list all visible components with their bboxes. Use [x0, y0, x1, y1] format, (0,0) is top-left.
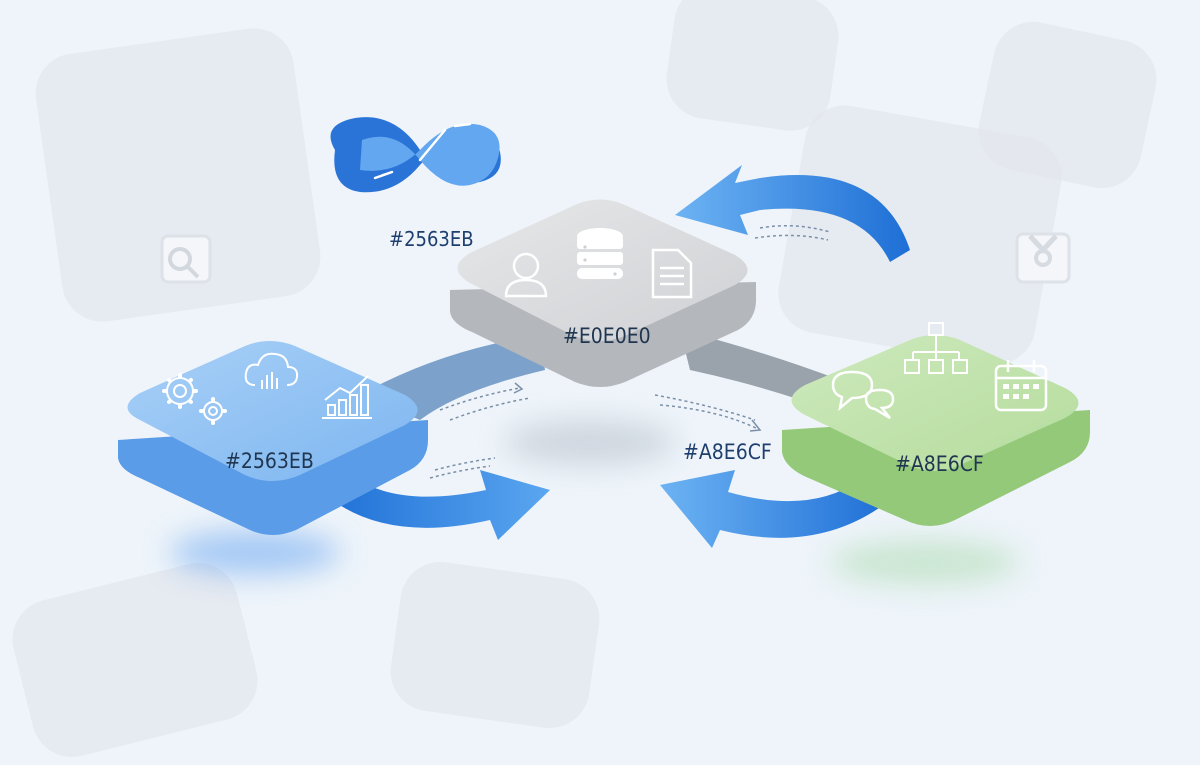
arrow-right-to-center [675, 165, 910, 262]
dashed-flow-left-center [439, 382, 531, 421]
arrow-left-to-right [320, 470, 550, 540]
infinity-loop-icon [330, 117, 501, 193]
search-icon [160, 234, 212, 284]
floating-label: #A8E6CF [683, 440, 772, 464]
user-icon [504, 252, 548, 298]
node-left[interactable] [118, 341, 428, 535]
database-icon [577, 228, 623, 279]
center-node-shadow [505, 420, 675, 465]
org-chart-icon [904, 322, 968, 374]
arrow-right-to-left [660, 470, 890, 548]
bar-chart-growth-icon [322, 375, 372, 419]
left-node-glow [170, 530, 340, 575]
right-node-glow [830, 540, 1020, 585]
logo-label: #2563EB [389, 227, 474, 251]
dashed-flow-center-right [654, 394, 762, 432]
document-icon [651, 248, 693, 299]
calendar-icon [994, 360, 1048, 412]
package-icon [1015, 232, 1071, 284]
gears-icon [162, 373, 227, 425]
dashed-flow-bottom-left [429, 457, 496, 479]
dashed-flow-top-right [754, 225, 831, 241]
cloud-analytics-icon [244, 352, 299, 389]
node-right-label: #A8E6CF [895, 452, 984, 476]
node-center-label: #E0E0E0 [563, 324, 651, 348]
diagram-canvas [118, 117, 1090, 548]
chat-bubbles-icon [831, 370, 895, 420]
node-left-label: #2563EB [225, 449, 314, 473]
